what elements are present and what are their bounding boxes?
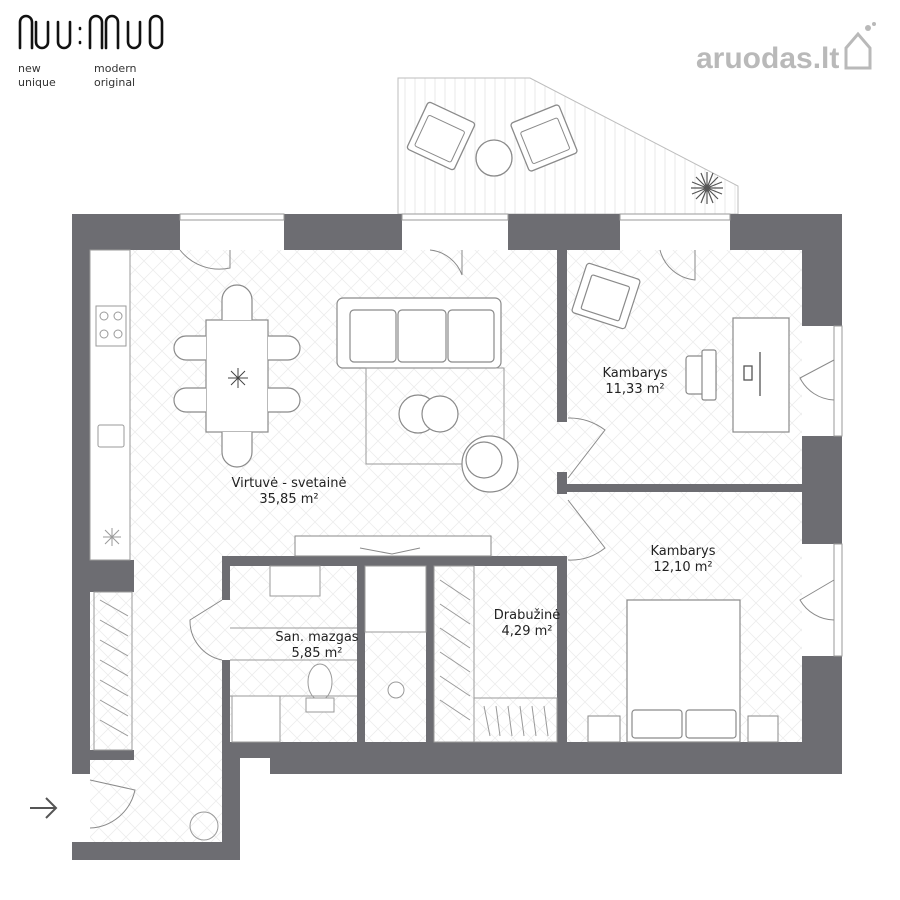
lounge-chair-left <box>406 101 476 171</box>
brand-tagline-right: modern original <box>94 62 137 90</box>
dining-table <box>173 284 301 468</box>
balcony-table <box>475 139 513 177</box>
tagline-original: original <box>94 76 136 89</box>
bed <box>626 599 741 743</box>
entrance-arrow-icon <box>30 797 58 819</box>
room-label-wardrobe: Drabužinė 4,29 m² <box>472 608 582 640</box>
armchair-living <box>461 435 519 493</box>
nightstands <box>587 715 779 743</box>
room-area-room2: 12,10 m² <box>653 560 713 575</box>
desk <box>732 317 790 433</box>
room-name-room2: Kambarys <box>650 544 716 559</box>
tagline-modern: modern <box>94 62 137 75</box>
room-label-bathroom: San. mazgas 5,85 m² <box>262 630 372 662</box>
nuvono-logo-icon <box>18 14 164 50</box>
room-area-bathroom: 5,85 m² <box>291 646 343 661</box>
monitor-icon <box>743 352 761 396</box>
kitchen-counter <box>89 249 131 561</box>
room-area-room1: 11,33 m² <box>605 382 665 397</box>
desk-chair <box>685 349 717 401</box>
bathroom-fixtures <box>230 565 427 743</box>
room-label-room2: Kambarys 12,10 m² <box>628 544 738 576</box>
armchair-room1 <box>571 262 641 330</box>
rug <box>365 367 505 465</box>
tv-console <box>294 535 492 557</box>
coffee-tables <box>398 394 459 434</box>
room-name-wardrobe: Drabužinė <box>493 608 561 623</box>
windows <box>179 213 843 657</box>
tagline-unique: unique <box>18 76 56 89</box>
aruodas-watermark: aruodas.lt <box>696 22 876 75</box>
house-icon <box>844 22 876 70</box>
table-plant-icon <box>228 368 248 388</box>
exterior-walls <box>72 214 842 860</box>
brand-tagline-left: new unique <box>18 62 56 90</box>
wardrobe-shelves <box>433 565 558 743</box>
room-label-living: Virtuvė - svetainė 35,85 m² <box>204 476 374 508</box>
room-name-bathroom: San. mazgas <box>275 630 359 645</box>
sofa <box>336 297 502 369</box>
tagline-new: new <box>18 62 41 75</box>
room-name-living: Virtuvė - svetainė <box>231 476 347 491</box>
balcony-plant-icon <box>691 172 723 204</box>
interior-walls <box>222 250 802 742</box>
room-name-room1: Kambarys <box>602 366 668 381</box>
lounge-chair-right <box>510 104 578 172</box>
room-label-room1: Kambarys 11,33 m² <box>580 366 690 398</box>
room-area-wardrobe: 4,29 m² <box>501 624 553 639</box>
balcony <box>397 77 739 215</box>
door-swings <box>89 249 835 829</box>
watermark-text: aruodas.lt <box>696 42 839 75</box>
hall-closet <box>93 591 219 841</box>
room-area-living: 35,85 m² <box>259 492 319 507</box>
